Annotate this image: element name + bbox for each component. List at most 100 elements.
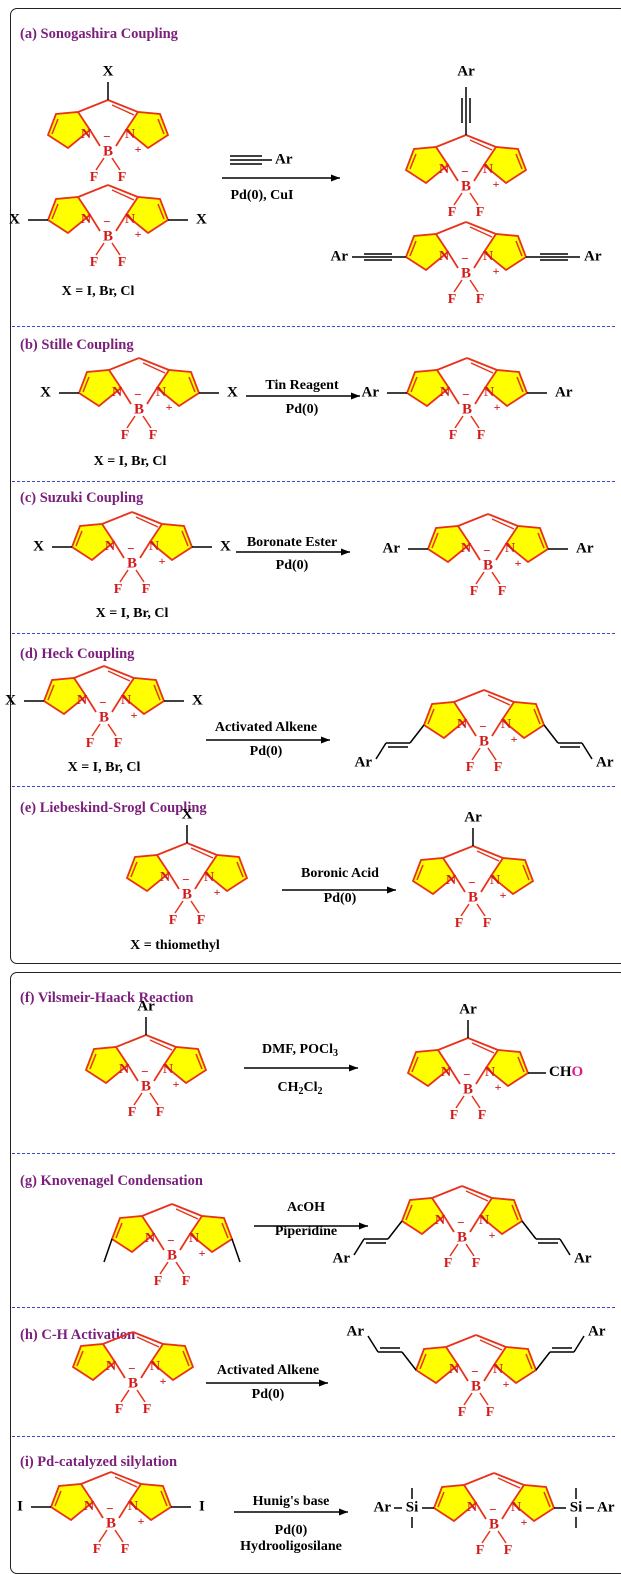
b-f-bond (119, 569, 129, 583)
double-bond (533, 708, 541, 725)
condition-label: Activated Alkene (215, 720, 317, 735)
minus-charge: − (461, 164, 468, 179)
pyrrole-ring-right (500, 701, 546, 740)
plus-charge: + (493, 264, 500, 278)
pyrrole-ring-left (404, 233, 450, 272)
substituent-label: X (5, 692, 16, 708)
nitrogen-atom: N (505, 541, 515, 556)
pyrrole-ring-left (405, 369, 451, 408)
n-b-bond (469, 543, 481, 561)
pyrrole-ring-left (426, 525, 472, 564)
fluorine-atom: F (169, 913, 178, 928)
fluorine-atom: F (156, 1105, 165, 1120)
nitrogen-atom: N (145, 1231, 155, 1246)
meso-bond (435, 221, 467, 235)
condition-label: Boronic Acid (301, 866, 379, 881)
meso-bond (186, 842, 218, 856)
plus-charge: + (493, 177, 500, 191)
pyrrole-ring-left (46, 196, 92, 235)
fluorine-atom: F (486, 1405, 495, 1420)
meso-bond (437, 1037, 469, 1051)
fluorine-atom: F (478, 1108, 487, 1123)
n-b-bond (491, 719, 503, 737)
double-bond (195, 1053, 203, 1070)
fluorine-atom: F (114, 582, 123, 597)
fluorine-atom: F (197, 913, 206, 928)
nitrogen-atom: N (461, 541, 471, 556)
double-bond (431, 532, 439, 549)
meso-double-bond (471, 1042, 495, 1054)
n-b-bond (120, 387, 132, 405)
section-title-i: (i) Pd-catalyzed silylation (20, 1454, 178, 1470)
plus-charge: + (500, 888, 507, 902)
plus-charge: + (199, 1246, 206, 1260)
boron-atom: B (99, 709, 109, 725)
substituent-label: X (33, 538, 44, 554)
b-f-bond (91, 723, 101, 737)
fluorine-atom: F (154, 1274, 163, 1289)
arrow-head (331, 174, 340, 182)
condition-label: Pd(0) (324, 891, 357, 906)
b-f-bond (491, 571, 501, 585)
nitrogen-atom: N (479, 1213, 489, 1228)
boron-atom: B (103, 228, 113, 244)
boron-atom: B (167, 1247, 177, 1263)
aryl-label: Ar (596, 754, 614, 770)
pyrrole-ring-left (77, 369, 123, 408)
condition-label: Hydrooligosilane (240, 1539, 342, 1554)
divider (12, 326, 615, 327)
b-f-bond (120, 1389, 130, 1403)
nitrogen-atom: N (439, 162, 449, 177)
nitrogen-atom: N (106, 1359, 116, 1374)
b-f-bond (133, 1092, 143, 1106)
meso-bond (461, 1185, 493, 1199)
plus-charge: + (173, 1077, 180, 1091)
pyrrole-ring-left (70, 523, 116, 562)
n-b-bond (469, 1215, 481, 1233)
meso-bond (472, 845, 504, 859)
n-b-bond (449, 1067, 461, 1085)
fluorine-atom: F (444, 1256, 453, 1271)
n-b-bond (501, 1502, 513, 1520)
boron-atom: B (463, 1081, 473, 1097)
n-b-bond (114, 1361, 126, 1379)
fluorine-atom: F (449, 428, 458, 443)
boron-atom: B (127, 555, 137, 571)
fluorine-atom: F (121, 428, 130, 443)
pyrrole-ring-left (42, 677, 88, 716)
double-bond (157, 203, 165, 220)
condition-label: Pd(0) (250, 744, 283, 759)
plus-charge: + (489, 1228, 496, 1242)
meso-bond (80, 1471, 112, 1485)
pyrrole-ring-left (110, 1215, 156, 1254)
n-b-bond (483, 1364, 495, 1382)
pyrrole-ring-right (484, 1049, 530, 1088)
pyrrole-ring-right (510, 1484, 556, 1523)
minus-charge: − (134, 387, 141, 402)
meso-bond (102, 1331, 134, 1345)
meso-double-bond (136, 1336, 160, 1348)
double-bond (160, 1490, 168, 1507)
n-b-bond (89, 129, 101, 147)
meso-bond (487, 513, 519, 527)
boron-atom: B (461, 178, 471, 194)
aryl-label: Ar (331, 248, 349, 264)
x-note: X = I, Br, Cl (94, 454, 167, 469)
minus-charge: − (468, 875, 475, 890)
condition-label: Piperidine (275, 1224, 337, 1239)
meso-bond (467, 1037, 499, 1051)
boron-atom: B (483, 557, 493, 573)
meso-label: Ar (137, 998, 155, 1014)
fluorine-atom: F (114, 736, 123, 751)
pyrrole-ring-right (478, 1197, 524, 1236)
substituent-label: Ar (383, 540, 401, 556)
boron-atom: B (461, 265, 471, 281)
b-f-bond (460, 903, 470, 917)
b-f-bond (142, 415, 152, 429)
section-title-h: (h) C-H Activation (20, 1327, 136, 1343)
vinyl-bond (581, 742, 593, 760)
arrow-head (359, 1222, 368, 1230)
minus-charge: − (99, 695, 106, 710)
meso-label: X (182, 806, 193, 822)
